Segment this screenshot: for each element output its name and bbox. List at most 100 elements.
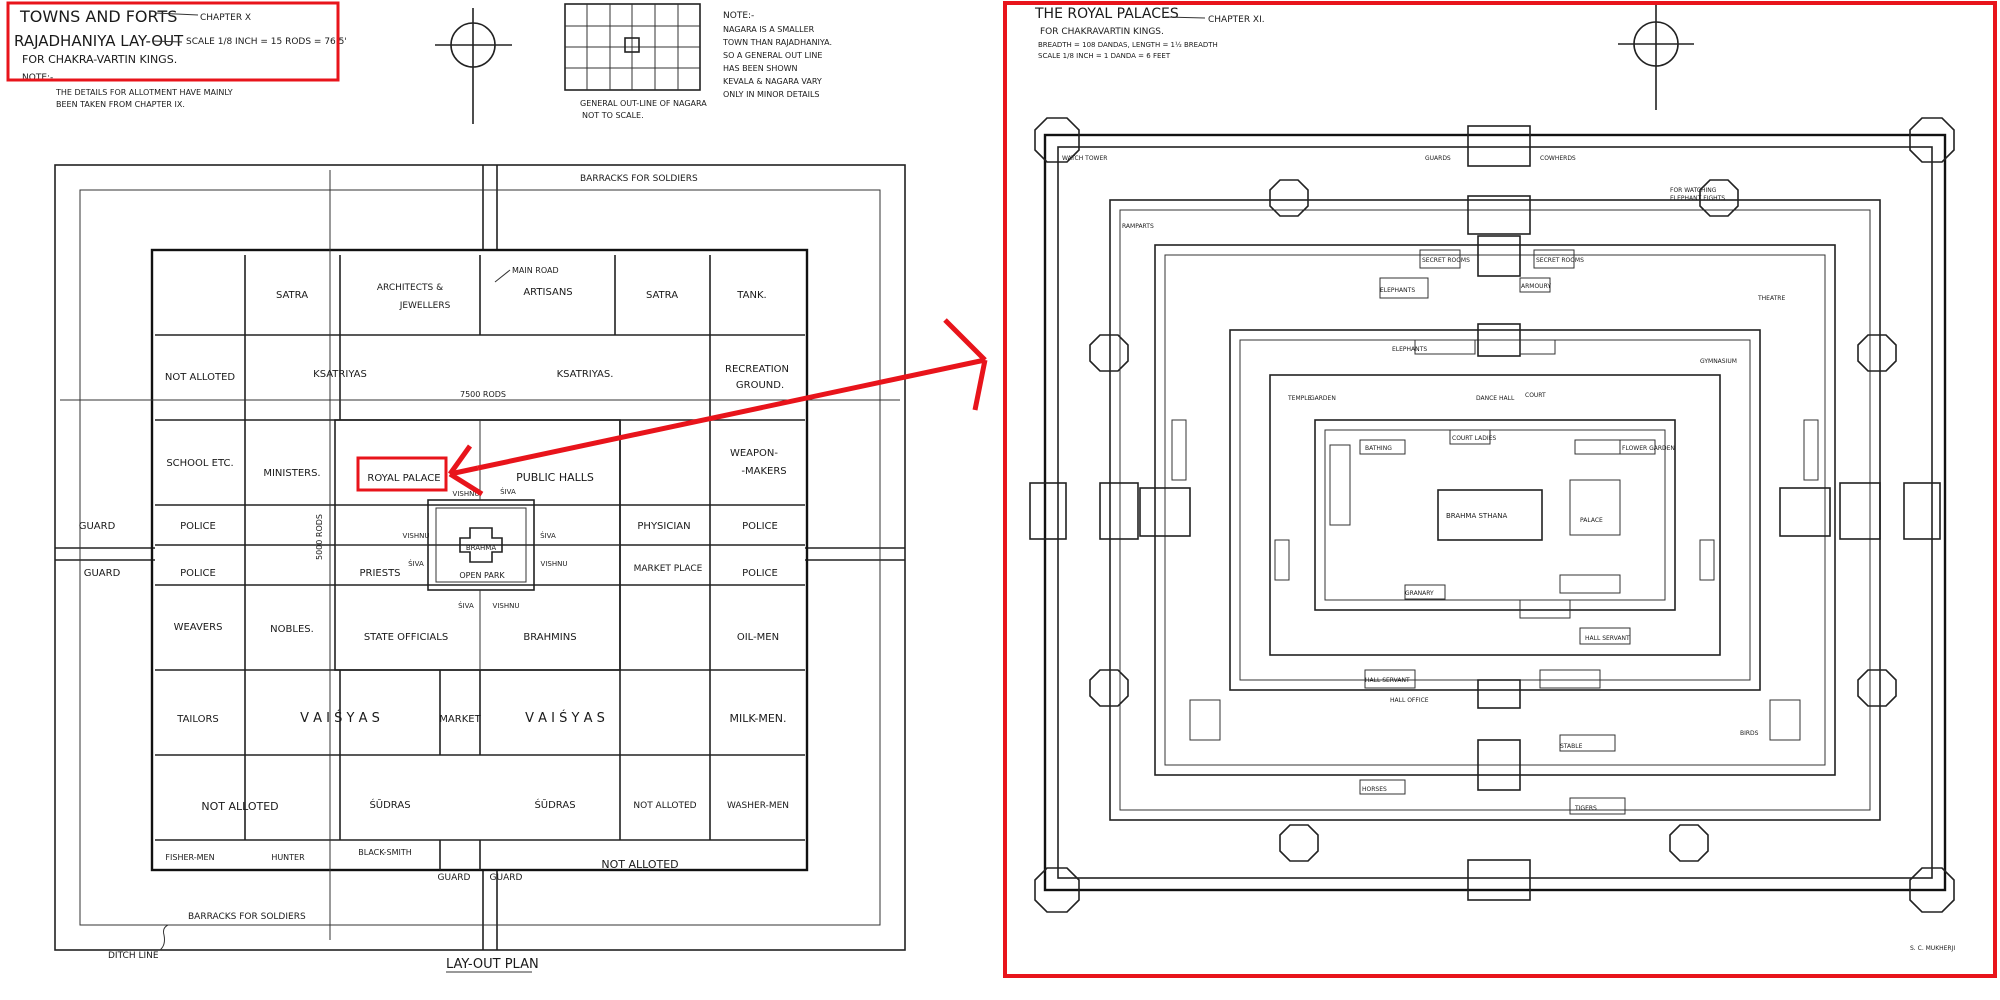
cell-artisans: ARTISANS <box>523 287 572 298</box>
label-cowherds: COWHERDS <box>1540 155 1576 162</box>
left-title-chapter: CHAPTER X <box>200 13 251 23</box>
cell-washer-men: WASHER-MEN <box>727 801 789 811</box>
label-for-watching: FOR WATCHING <box>1670 187 1717 194</box>
corner-towers <box>1034 117 1955 913</box>
cell-architects: ARCHITECTS & <box>377 283 443 293</box>
label-gym: GYMNASIUM <box>1700 358 1737 365</box>
red-annotations <box>6 1 1997 978</box>
cell-vishnu-4: VISHNU <box>493 602 520 610</box>
gatehouses <box>1029 125 1941 901</box>
cell-guard-4: GUARD <box>490 873 523 883</box>
ditch-line-label: DITCH LINE <box>108 951 159 961</box>
cell-milk-men: MILK-MEN. <box>729 712 786 725</box>
cell-police-3: POLICE <box>180 568 216 579</box>
label-watch-tower: WATCH TOWER <box>1062 155 1107 162</box>
cell-vishnu-3: VISHNU <box>541 560 568 568</box>
barracks-bottom: BARRACKS FOR SOLDIERS <box>188 912 306 922</box>
label-theatre: THEATRE <box>1757 295 1785 302</box>
cell-tank: TANK. <box>736 290 766 301</box>
left-note-text-1: THE DETAILS FOR ALLOTMENT HAVE MAINLY <box>55 88 233 97</box>
inset-nagara-grid: GENERAL OUT-LINE OF NAGARA NOT TO SCALE. <box>564 3 707 120</box>
label-secret-rooms-1: SECRET ROOMS <box>1422 257 1470 264</box>
cell-not-alloted-3: NOT ALLOTED <box>633 801 696 811</box>
cell-police-4: POLICE <box>742 568 778 579</box>
cell-guard-1: GUARD <box>79 521 116 532</box>
cell-weavers: WEAVERS <box>174 622 223 633</box>
left-compass <box>435 8 512 124</box>
cell-police-2: POLICE <box>742 521 778 532</box>
label-court-ladies: COURT LADIES <box>1452 435 1496 442</box>
label-hall-servant-2: HALL SERVANT <box>1585 635 1630 642</box>
cell-school: SCHOOL ETC. <box>166 458 233 469</box>
cell-market: MARKET <box>439 714 481 725</box>
left-right-note: NOTE:- NAGARA IS A SMALLER TOWN THAN RAJ… <box>722 11 832 99</box>
left-note-text-2: BEEN TAKEN FROM CHAPTER IX. <box>56 100 185 109</box>
cell-vishnu-2: VISHNU <box>403 532 430 540</box>
cell-state-officials: STATE OFFICIALS <box>364 632 448 643</box>
label-elephant-fights: ELEPHANT FIGHTS <box>1670 195 1725 202</box>
right-note-1: NAGARA IS A SMALLER <box>723 25 815 34</box>
label-armoury: ARMOURY <box>1521 283 1551 290</box>
inset-caption-1: GENERAL OUT-LINE OF NAGARA <box>580 99 707 108</box>
right-note-3: SO A GENERAL OUT LINE <box>723 51 822 60</box>
cell-vaisyas-1: V A I Ś Y A S <box>300 710 380 726</box>
label-tigers: TIGERS <box>1574 805 1597 812</box>
cell-nobles: NOBLES. <box>270 624 314 635</box>
label-ramparts: RAMPARTS <box>1122 223 1154 230</box>
right-plan: THE ROYAL PALACES CHAPTER XI. FOR CHAKRA… <box>1029 5 1955 952</box>
right-plan-highlight <box>1003 1 1997 978</box>
cell-brahma: BRAHMA <box>466 544 496 552</box>
right-dimension: BREADTH = 108 DANDAS, LENGTH = 1½ BREADT… <box>1038 41 1218 49</box>
label-stable: STABLE <box>1560 743 1583 750</box>
cell-makers: -MAKERS <box>741 466 786 477</box>
right-compass <box>1618 5 1694 110</box>
cell-public-halls: PUBLIC HALLS <box>516 471 594 484</box>
cell-siva-4: ŚIVA <box>458 601 474 610</box>
right-title-block: THE ROYAL PALACES CHAPTER XI. FOR CHAKRA… <box>1034 6 1265 60</box>
cell-siva-1: ŚIVA <box>500 487 516 496</box>
right-chapter: CHAPTER XI. <box>1208 15 1265 25</box>
label-elephants-2: ELEPHANTS <box>1392 346 1427 353</box>
dim-vertical: 5000 RODS <box>315 514 324 560</box>
cell-open-park: OPEN PARK <box>459 571 505 580</box>
cell-sudras-1: ŚŪDRAS <box>369 798 410 811</box>
left-note-label: NOTE:- <box>22 73 53 83</box>
barracks-top: BARRACKS FOR SOLDIERS <box>580 174 698 184</box>
cross-reference-arrow <box>477 357 986 471</box>
label-secret-rooms-2: SECRET ROOMS <box>1536 257 1584 264</box>
cell-black-smith: BLACK-SMITH <box>358 848 412 857</box>
cell-sudras-2: ŚŪDRAS <box>534 798 575 811</box>
cell-guard-2: GUARD <box>84 568 121 579</box>
label-guards: GUARDS <box>1425 155 1451 162</box>
palace-buildings <box>1171 249 1819 815</box>
label-horses: HORSES <box>1362 786 1387 793</box>
cell-recreation: RECREATION <box>725 364 789 375</box>
right-subtitle: FOR CHAKRAVARTIN KINGS. <box>1040 27 1164 37</box>
label-dance-hall: DANCE HALL <box>1476 395 1515 402</box>
cell-royal-palace: ROYAL PALACE <box>367 473 440 484</box>
royal-palace-highlight <box>356 456 448 492</box>
label-the-author: S. C. MUKHERJI <box>1910 945 1955 952</box>
cell-vishnu-1: VISHNU <box>453 490 480 498</box>
right-note-6: ONLY IN MINOR DETAILS <box>723 90 819 99</box>
cell-vaisyas-2: V A I Ś Y A S <box>525 710 605 726</box>
cell-priests: PRIESTS <box>359 568 400 579</box>
label-granary: GRANARY <box>1405 590 1434 597</box>
city-block: 7500 RODS 5000 RODS MAIN ROAD <box>60 170 900 940</box>
cell-guard-3: GUARD <box>438 873 471 883</box>
cell-oil-men: OIL-MEN <box>737 632 779 643</box>
label-garden: GARDEN <box>1310 395 1336 402</box>
left-title-block: TOWNS AND FORTS CHAPTER X RAJADHANIYA LA… <box>14 7 347 109</box>
dim-horizontal: 7500 RODS <box>460 390 506 399</box>
main-road: MAIN ROAD <box>512 266 559 275</box>
cell-fisher-men: FISHER-MEN <box>165 853 214 862</box>
cell-ministers: MINISTERS. <box>263 468 320 479</box>
cell-labels: SATRA ARCHITECTS & JEWELLERS ARTISANS SA… <box>79 283 789 883</box>
cell-police-1: POLICE <box>180 521 216 532</box>
cell-jewellers: JEWELLERS <box>399 301 451 311</box>
cell-physician: PHYSICIAN <box>637 521 690 532</box>
right-note-4: HAS BEEN SHOWN <box>723 64 798 73</box>
right-note-2: TOWN THAN RAJADHANIYA. <box>722 38 832 47</box>
right-note-label: NOTE:- <box>723 11 754 21</box>
plan-title: LAY-OUT PLAN <box>446 957 539 972</box>
